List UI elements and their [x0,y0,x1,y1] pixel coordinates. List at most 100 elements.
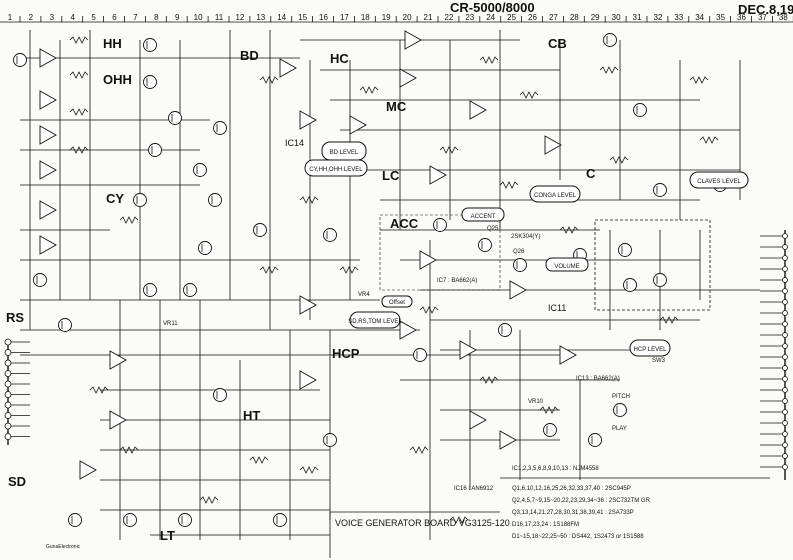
column-number: 33 [674,13,683,22]
column-number: 3 [50,13,55,22]
svg-text:HCP LEVEL: HCP LEVEL [634,347,668,353]
svg-text:SD,RS,TOM LEVEL: SD,RS,TOM LEVEL [348,319,402,325]
label-q26: Q26 [513,249,525,255]
claves-level-box: CLAVES LEVEL [689,171,749,189]
label-vr10: VR10 [528,399,544,405]
svg-text:Offset: Offset [389,300,405,306]
section-acc: ACC [390,216,419,231]
section-hcp: HCP [332,346,360,361]
column-number: 35 [716,13,725,22]
left-connector-block [4,338,30,445]
column-number: 30 [612,13,621,22]
transistor-symbols [13,33,727,527]
svg-text:CONGA LEVEL: CONGA LEVEL [534,193,577,199]
section-ohh: OHH [103,72,132,87]
column-number: 26 [528,13,537,22]
column-number: 22 [444,13,453,22]
svg-text:CLAVES LEVEL: CLAVES LEVEL [697,179,741,185]
section-bd: BD [240,48,259,63]
column-number: 11 [215,13,224,22]
section-cy: CY [106,191,124,206]
column-number: 31 [633,13,642,22]
column-number: 20 [403,13,412,22]
svg-text:BD LEVEL: BD LEVEL [330,150,359,156]
section-rs: RS [6,310,24,325]
board-title-box: VOICE GENERATOR BOARD VG3125-120 [329,511,510,558]
svg-text:Q1,6,10,12,16,25,26,32,33,37,4: Q1,6,10,12,16,25,26,32,33,37,40 : 2SC945… [512,486,631,492]
column-number: 14 [277,13,286,22]
label-ic7: IC7 : BA662(A) [437,278,477,284]
column-number: 27 [549,13,558,22]
hcp-level-box: HCP LEVEL [629,339,671,357]
label-ic16: IC16 : AN6912 [454,486,494,492]
svg-text:VOLUME: VOLUME [554,264,579,270]
label-ic14: IC14 [285,138,304,148]
svg-text:Q3,13,14,21,27,28,30,31,38,39,: Q3,13,14,21,27,28,30,31,38,39,41 : 2SA73… [512,510,634,516]
column-number: 10 [194,13,203,22]
label-vr11: VR11 [163,321,178,327]
column-number: 5 [91,13,96,22]
date-stamp: DEC.8,19 [738,2,793,17]
column-number: 24 [486,13,495,22]
section-cb: CB [548,36,567,51]
column-number: 38 [779,13,788,22]
column-number: 36 [737,13,746,22]
label-vr4: VR4 [358,292,370,298]
svg-text:IC1,2,3,5,6,8,9,10,13 : NJM455: IC1,2,3,5,6,8,9,10,13 : NJM4558 [512,466,599,472]
section-mc: MC [386,99,407,114]
svg-text:CY,HH,OHH LEVEL: CY,HH,OHH LEVEL [309,167,363,173]
parts-legend: IC1,2,3,5,6,8,9,10,13 : NJM4558 Q1,6,10,… [500,466,770,540]
right-connector-block [760,230,788,480]
model-title: CR-5000/8000 [450,0,535,15]
column-number: 16 [319,13,328,22]
column-number: 1 [8,13,13,22]
column-number: 4 [70,13,75,22]
column-number: 21 [424,13,433,22]
column-number: 12 [235,13,244,22]
section-ht: HT [243,408,260,423]
label-ic11: IC11 [548,303,566,313]
section-c: C [586,166,596,181]
volume-box: VOLUME [545,257,589,272]
column-number: 17 [340,13,349,22]
column-number: 34 [695,13,704,22]
column-number: 32 [653,13,662,22]
column-number: 9 [175,13,180,22]
column-number: 6 [112,13,117,22]
accent-box: ACCENT [461,207,505,222]
conga-level-box: CONGA LEVEL [529,185,581,203]
label-q25: Q25 [487,226,499,232]
column-number: 15 [298,13,307,22]
watermark: GunaElectronic [46,544,81,550]
column-number: 23 [465,13,474,22]
column-number: 13 [256,13,265,22]
column-number: 37 [758,13,767,22]
section-hh: HH [103,36,122,51]
label-pitch: PITCH [612,394,630,400]
label-play: PLAY [612,426,627,432]
column-number: 19 [382,13,391,22]
column-number: 8 [154,13,159,22]
column-number: 7 [133,13,138,22]
svg-text:D1~15,18~22,25~50 : DS442, 1S2: D1~15,18~22,25~50 : DS442, 1S2473 or 1S1… [512,534,644,540]
column-number: 29 [591,13,600,22]
section-hc: HC [330,51,349,66]
column-number: 2 [29,13,34,22]
section-lc: LC [382,168,400,183]
section-lt: LT [160,528,175,543]
board-title: VOICE GENERATOR BOARD VG3125-120 [335,518,510,528]
column-number: 18 [361,13,370,22]
sd-rs-tom-level-box: SD,RS,TOM LEVEL [348,311,402,329]
bd-level-box: BD LEVEL [321,141,367,161]
label-fet: 2SK304(Y) [511,234,540,240]
label-sw3: SW3 [652,358,666,364]
section-sd: SD [8,474,26,489]
svg-text:D16,17,23,24 : 1S188FM: D16,17,23,24 : 1S188FM [512,522,579,528]
column-number: 28 [570,13,579,22]
svg-text:ACCENT: ACCENT [471,214,496,220]
cy-level-box: CY,HH,OHH LEVEL [304,159,368,177]
op-amp-symbols [39,30,577,480]
